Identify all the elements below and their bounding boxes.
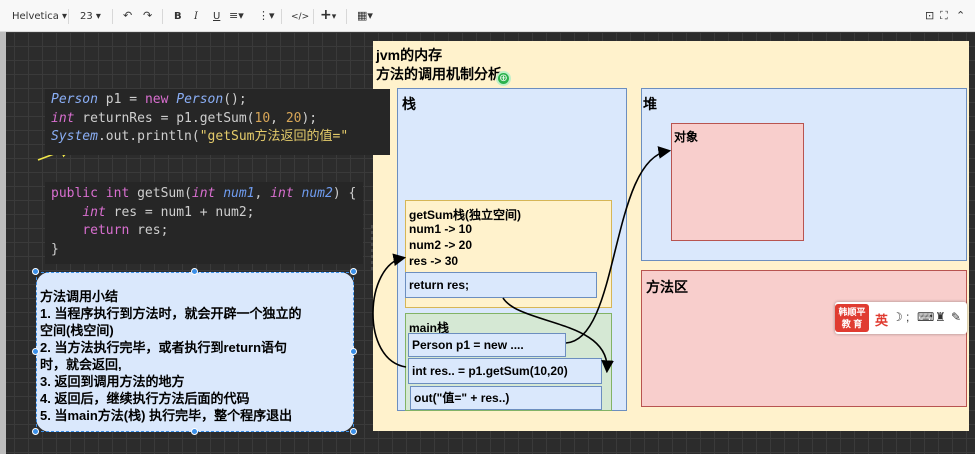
summary-line: 4. 返回后，继续执行方法后面的代码 xyxy=(40,391,250,406)
wrench-icon[interactable]: ✎ xyxy=(951,310,962,324)
heap-object[interactable] xyxy=(671,123,804,241)
chevron-down-icon: ▾ xyxy=(62,11,68,22)
font-size-select[interactable]: 23 ▾ xyxy=(80,10,101,24)
brand-badge[interactable]: 韩顺平教 育 xyxy=(835,304,869,332)
return-row[interactable]: return res; xyxy=(405,272,597,298)
code-line-3: System.out.println("getSum方法返回的值=" xyxy=(51,129,349,144)
main-frame-title: main栈 xyxy=(409,321,450,335)
undo-icon[interactable]: ↶ xyxy=(123,9,133,22)
italic-button[interactable]: I xyxy=(194,11,198,22)
selection-outline xyxy=(36,272,354,432)
resize-handle[interactable] xyxy=(32,428,39,435)
font-family-select[interactable]: Helvetica ▾ xyxy=(12,10,67,24)
arrow-return-to-main[interactable] xyxy=(502,297,614,374)
plus-icon: + xyxy=(320,7,332,23)
method-area-label: 方法区 xyxy=(646,279,688,295)
code-line-1: public int getSum(int num1, int num2) { xyxy=(51,186,357,201)
resize-handle[interactable] xyxy=(32,348,39,355)
collapse-icon[interactable]: ⌃ xyxy=(956,9,966,22)
toolbar-divider xyxy=(313,9,314,24)
summary-line: 5. 当main方法(栈) 执行完毕，整个程序退出 xyxy=(40,408,293,423)
chevron-down-icon: ▾ xyxy=(95,11,101,22)
code-line-3: return res; xyxy=(82,223,169,238)
var-num1: num1 -> 10 xyxy=(409,222,473,236)
brand-badge-line1: 韩顺平 xyxy=(838,307,866,317)
resize-handle[interactable] xyxy=(191,428,198,435)
fullscreen-icon[interactable]: ⛶ xyxy=(940,9,948,22)
summary-line: 时，就会返回, xyxy=(40,357,122,372)
toolbar-divider xyxy=(281,9,282,24)
keyboard-icon[interactable]: ⌨ xyxy=(917,310,935,324)
code-line-2: int res = num1 + num2; xyxy=(82,204,255,220)
underline-button[interactable]: U xyxy=(213,11,221,22)
code-block-main[interactable]: Person p1 = new Person(); int returnRes =… xyxy=(45,89,390,155)
memory-title: jvm的内存 xyxy=(376,47,443,63)
brand-badge-line2: 教 育 xyxy=(841,319,863,329)
bold-button[interactable]: B xyxy=(174,11,182,22)
resize-handle[interactable] xyxy=(350,348,357,355)
method-area[interactable] xyxy=(641,270,967,407)
object-label: 对象 xyxy=(674,130,699,144)
font-family-value: Helvetica xyxy=(12,11,59,22)
code-line-1: Person p1 = new Person(); xyxy=(51,92,247,107)
editor-toolbar: Helvetica ▾ 23 ▾ ↶ ↷ B I U ≡▾ ⋮▾ </> +▾ … xyxy=(0,0,975,32)
ruler-strip xyxy=(0,32,6,454)
toolbar-divider xyxy=(68,9,69,24)
summary-title: 方法调用小结 xyxy=(40,289,119,304)
more-vertical-icon[interactable]: ⋮▾ xyxy=(258,9,275,22)
floating-ime-toolbar[interactable]: 韩顺平教 育 英 ☽ ; ⌨ ♜ ✎ xyxy=(835,302,967,334)
resize-handle[interactable] xyxy=(350,268,357,275)
memory-subtitle: 方法的调用机制分析 xyxy=(376,66,502,82)
code-line-2: int returnRes = p1.getSum(10, 20); xyxy=(51,110,318,126)
redo-icon[interactable]: ↷ xyxy=(143,9,153,22)
stack-label: 栈 xyxy=(402,96,416,112)
connection-point-icon[interactable]: ⊕ xyxy=(496,71,511,86)
shirt-icon[interactable]: ♜ xyxy=(935,310,946,324)
chevron-down-icon: ▾ xyxy=(331,12,337,22)
main-row-new-person[interactable]: Person p1 = new .... xyxy=(408,333,566,357)
fit-icon[interactable]: ⊡ xyxy=(925,9,935,22)
summary-line: 3. 返回到调用方法的地方 xyxy=(40,374,185,389)
font-size-value: 23 xyxy=(80,11,93,22)
summary-line: 1. 当程序执行到方法时，就会开辟一个独立的 xyxy=(40,306,302,321)
main-row-println[interactable]: out("值=" + res..) xyxy=(410,386,602,410)
summary-callout[interactable]: 方法调用小结 1. 当程序执行到方法时，就会开辟一个独立的 空间(栈空间) 2.… xyxy=(36,272,354,432)
summary-line: 2. 当方法执行完毕，或者执行到return语句 xyxy=(40,340,288,355)
arrow-call-to-getsum[interactable] xyxy=(372,253,407,368)
resize-handle[interactable] xyxy=(32,268,39,275)
heap-label: 堆 xyxy=(643,96,657,112)
resize-handle[interactable] xyxy=(350,428,357,435)
toolbar-divider xyxy=(162,9,163,24)
toolbar-divider xyxy=(346,9,347,24)
resize-handle[interactable] xyxy=(191,268,198,275)
ime-language[interactable]: 英 xyxy=(875,313,889,328)
arrow-to-object[interactable] xyxy=(565,146,672,344)
code-block-getsum[interactable]: public int getSum(int num1, int num2) { … xyxy=(45,182,363,264)
getsum-frame-title: getSum栈(独立空间) xyxy=(409,208,521,222)
table-icon[interactable]: ▦▾ xyxy=(357,9,373,22)
var-num2: num2 -> 20 xyxy=(409,238,473,252)
code-line-4: } xyxy=(51,241,59,257)
insert-button[interactable]: +▾ xyxy=(320,8,336,24)
align-icon[interactable]: ≡▾ xyxy=(229,9,244,22)
moon-icon[interactable]: ☽ xyxy=(892,310,903,324)
code-button[interactable]: </> xyxy=(291,12,310,22)
var-res: res -> 30 xyxy=(409,254,459,268)
main-row-getsum-call[interactable]: int res.. = p1.getSum(10,20) xyxy=(408,358,602,384)
punctuation-icon[interactable]: ; xyxy=(906,310,910,324)
toolbar-divider xyxy=(112,9,113,24)
summary-line: 空间(栈空间) xyxy=(40,323,114,338)
